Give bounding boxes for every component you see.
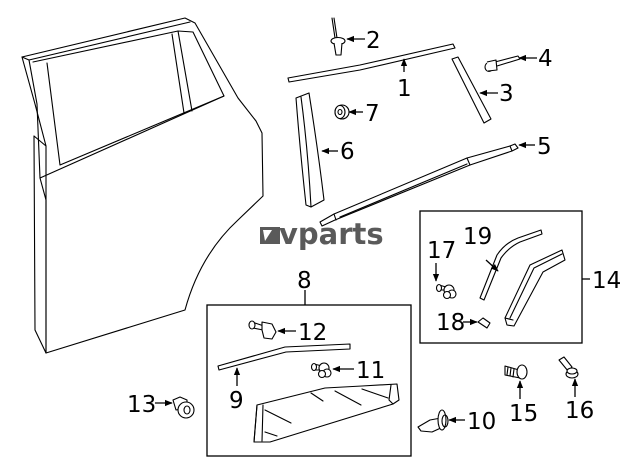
callout-15: 15: [509, 401, 538, 427]
callout-11: 11: [356, 358, 385, 384]
callout-3: 3: [499, 81, 514, 107]
kit-box-14: [419, 210, 583, 344]
callout-14: 14: [592, 268, 621, 294]
callout-18: 18: [436, 310, 465, 336]
vparts-logo: vparts: [260, 217, 384, 251]
callout-6: 6: [340, 139, 355, 165]
part-3-molding: [451, 56, 492, 124]
part-17-clip: [435, 283, 457, 300]
part-15-screw: [504, 364, 528, 380]
callout-5: 5: [537, 134, 552, 160]
callout-13: 13: [127, 392, 156, 418]
part-12-clip: [248, 320, 277, 340]
part-6-pillar: [295, 92, 325, 208]
watermark-text: vparts: [279, 217, 384, 251]
part-10-clip: [417, 409, 449, 433]
callout-8: 8: [297, 268, 312, 294]
callout-17: 17: [427, 238, 456, 264]
leader-19: [485, 259, 499, 272]
part-13-grommet: [172, 396, 195, 419]
part-4-clip: [484, 55, 521, 73]
part-19-strip: [479, 229, 543, 301]
part-1-molding: [287, 43, 456, 83]
part-16-clip: [558, 356, 579, 379]
part-7-grommet: [334, 104, 350, 120]
callout-19: 19: [463, 224, 492, 250]
part-8-molding-panel: [253, 383, 400, 443]
callout-10: 10: [467, 409, 496, 435]
part-18-pin: [477, 317, 491, 329]
part-5-belt-molding: [319, 143, 519, 227]
callout-16: 16: [565, 398, 594, 424]
callout-9: 9: [229, 388, 244, 414]
part-11-clip: [310, 362, 332, 379]
kit-box-8: [206, 304, 412, 457]
part-14-molding: [504, 249, 566, 327]
part-2-pin: [330, 17, 346, 56]
callout-12: 12: [298, 320, 327, 346]
callout-4: 4: [538, 46, 553, 72]
callout-2: 2: [366, 28, 381, 54]
part-9-strip: [217, 343, 351, 371]
callout-1: 1: [397, 76, 412, 102]
rear-door-shell: [21, 17, 264, 354]
callout-7: 7: [365, 101, 380, 127]
